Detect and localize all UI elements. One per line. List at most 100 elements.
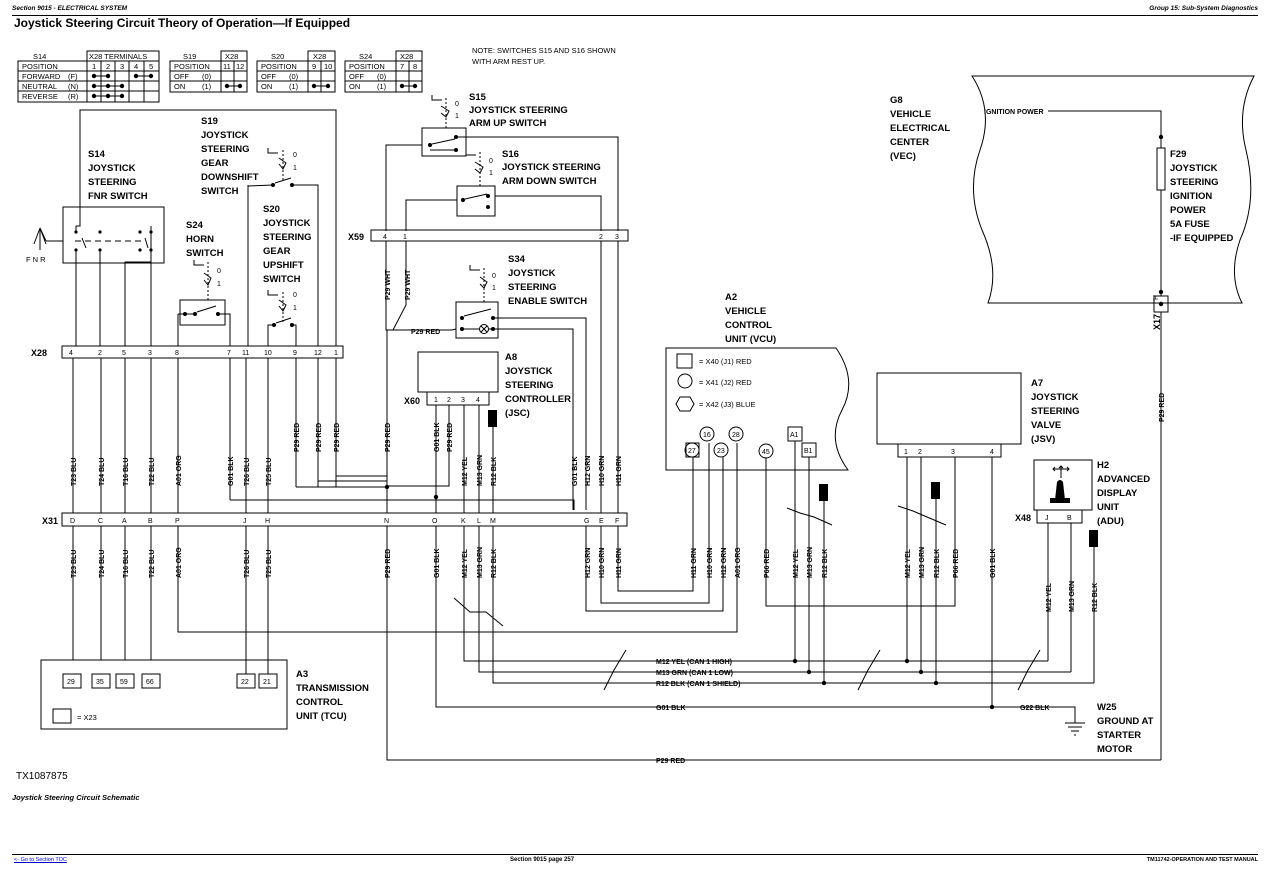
x31-pins: D C A B P J H N O K L M G E F <box>70 518 619 525</box>
svg-text:JOYSTICK STEERING: JOYSTICK STEERING <box>502 162 601 173</box>
table-head: X28 <box>400 52 413 61</box>
svg-text:2: 2 <box>98 350 102 357</box>
svg-text:D: D <box>70 518 75 525</box>
table-row-pos: (1) <box>202 82 212 91</box>
svg-text:A01 ORG: A01 ORG <box>176 455 183 486</box>
table-row-pos: (0) <box>289 72 299 81</box>
svg-text:HORN: HORN <box>186 234 214 245</box>
table-col: 3 <box>120 62 124 71</box>
svg-text:S14: S14 <box>88 149 106 160</box>
shield-marker <box>1089 530 1098 547</box>
svg-text:POWER: POWER <box>1170 205 1206 216</box>
g8-vec-box <box>971 75 1255 304</box>
svg-text:3: 3 <box>615 234 619 241</box>
break-mark <box>897 505 947 526</box>
svg-text:M12 YEL: M12 YEL <box>1046 582 1053 612</box>
svg-text:A2: A2 <box>725 292 737 303</box>
table-col: 1 <box>92 62 96 71</box>
break-mark <box>857 649 881 691</box>
svg-text:12: 12 <box>314 350 322 357</box>
svg-text:N: N <box>384 518 389 525</box>
svg-text:UPSHIFT: UPSHIFT <box>263 260 304 271</box>
svg-text:1: 1 <box>904 449 908 456</box>
svg-text:S34: S34 <box>508 254 526 265</box>
break-mark <box>603 649 627 691</box>
table-row-pos: (1) <box>289 82 299 91</box>
s34-switch: 0 1 <box>455 265 587 510</box>
svg-text:CONTROLLER: CONTROLLER <box>505 394 571 405</box>
svg-text:R12 BLK: R12 BLK <box>491 457 498 486</box>
svg-text:STEERING: STEERING <box>505 380 554 391</box>
x60-label: X60 <box>404 396 420 406</box>
svg-text:0: 0 <box>492 273 496 280</box>
svg-text:G01 BLK: G01 BLK <box>990 548 997 578</box>
svg-text:UNIT: UNIT <box>1097 502 1119 513</box>
svg-text:M13 GRN: M13 GRN <box>1069 581 1076 612</box>
svg-text:M13 GRN: M13 GRN <box>807 547 814 578</box>
svg-text:66: 66 <box>146 679 154 686</box>
svg-text:G01 BLK: G01 BLK <box>434 548 441 578</box>
svg-text:4: 4 <box>476 397 480 404</box>
shield-marker <box>488 410 497 427</box>
svg-text:JOYSTICK STEERING: JOYSTICK STEERING <box>469 105 568 116</box>
g8-label: G8 VEHICLE ELECTRICAL CENTER (VEC) <box>890 95 950 162</box>
x40-legend-icon <box>676 353 693 369</box>
table-col: 9 <box>312 62 316 71</box>
svg-text:(ADU): (ADU) <box>1097 516 1124 527</box>
svg-text:8: 8 <box>175 350 179 357</box>
x28-connector <box>61 345 344 359</box>
w25-label: W25 GROUND AT STARTER MOTOR <box>1097 702 1154 755</box>
svg-text:JOYSTICK: JOYSTICK <box>508 268 556 279</box>
svg-text:4: 4 <box>383 234 387 241</box>
svg-text:A7: A7 <box>1031 378 1043 389</box>
svg-text:STEERING: STEERING <box>1170 177 1219 188</box>
svg-text:H11 GRN: H11 GRN <box>691 548 698 578</box>
ignition-power-label: IGNITION POWER <box>984 109 1044 116</box>
svg-text:M13 GRN: M13 GRN <box>477 455 484 486</box>
svg-text:SWITCH: SWITCH <box>263 274 301 285</box>
svg-text:1: 1 <box>334 350 338 357</box>
svg-text:23: 23 <box>717 448 725 455</box>
table-col: 8 <box>413 62 417 71</box>
svg-text:G: G <box>584 518 589 525</box>
table-row-label: ON <box>349 82 360 91</box>
x48-connector <box>1036 509 1083 524</box>
table-row-pos: (0) <box>202 72 212 81</box>
table-id: S24 <box>359 52 372 61</box>
x23-legend-box <box>52 708 72 724</box>
s16-switch: 0 1 <box>405 150 602 231</box>
table-col: 12 <box>236 62 244 71</box>
toc-link[interactable]: <- Go to Section TOC <box>14 857 67 863</box>
svg-text:35: 35 <box>96 679 104 686</box>
svg-text:F: F <box>615 518 619 525</box>
svg-text:ARM DOWN SWITCH: ARM DOWN SWITCH <box>502 176 597 187</box>
svg-text:5A FUSE: 5A FUSE <box>1170 219 1210 230</box>
svg-text:4: 4 <box>990 449 994 456</box>
svg-text:H10 GRN: H10 GRN <box>599 456 606 486</box>
svg-text:21: 21 <box>263 679 271 686</box>
svg-text:M: M <box>490 518 496 525</box>
svg-text:A3: A3 <box>296 669 308 680</box>
svg-text:JOYSTICK: JOYSTICK <box>1170 163 1218 174</box>
svg-text:A: A <box>122 518 127 525</box>
svg-text:STEERING: STEERING <box>1031 406 1080 417</box>
svg-text:59: 59 <box>120 679 128 686</box>
s20-table: S20 X28 POSITION OFF (0) ON (1) 9 10 <box>256 50 336 93</box>
svg-text:T23 BLU: T23 BLU <box>71 458 78 486</box>
a7-jsv-box <box>876 372 1022 445</box>
x60-pins: 1 2 3 4 <box>434 397 480 404</box>
table-row-label: POSITION <box>22 62 58 71</box>
s24-switch: 0 1 <box>178 260 231 346</box>
s19-table: S19 X28 POSITION OFF (0) ON (1) 11 12 <box>169 50 248 93</box>
svg-text:M13 GRN: M13 GRN <box>919 547 926 578</box>
adu-down-wires: M12 YEL M13 GRN R12 BLK <box>1046 581 1099 612</box>
s34-label: S34 JOYSTICK STEERING ENABLE SWITCH <box>508 254 587 307</box>
svg-text:DOWNSHIFT: DOWNSHIFT <box>201 172 259 183</box>
shield-marker <box>931 482 940 499</box>
svg-text:5: 5 <box>122 350 126 357</box>
svg-text:0: 0 <box>293 292 297 299</box>
svg-text:H11 GRN: H11 GRN <box>616 456 623 486</box>
svg-text:T24 BLU: T24 BLU <box>99 550 106 578</box>
svg-text:10: 10 <box>264 350 272 357</box>
svg-text:T25 BLU: T25 BLU <box>266 550 273 578</box>
